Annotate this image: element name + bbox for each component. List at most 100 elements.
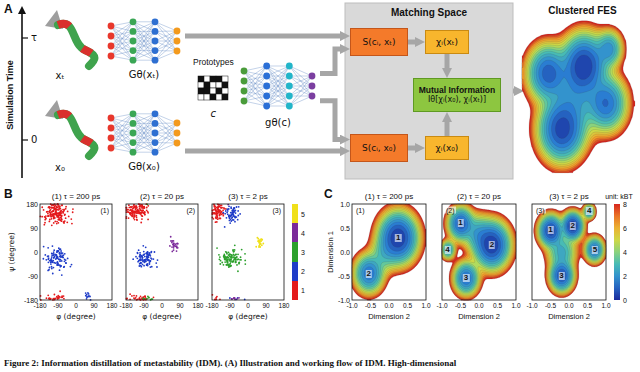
data-point bbox=[144, 212, 146, 214]
data-point bbox=[173, 249, 175, 251]
data-point bbox=[59, 249, 61, 251]
network-neuron bbox=[263, 62, 270, 69]
energy-contour bbox=[534, 204, 606, 297]
data-point bbox=[223, 264, 225, 266]
energy-contour bbox=[536, 204, 606, 295]
data-point bbox=[225, 256, 227, 258]
network-link bbox=[133, 21, 155, 31]
data-point bbox=[228, 266, 230, 268]
network-link bbox=[133, 31, 155, 60]
data-point bbox=[140, 262, 142, 264]
data-point bbox=[140, 207, 142, 209]
data-point bbox=[146, 207, 148, 209]
data-point bbox=[230, 259, 232, 261]
data-point bbox=[148, 259, 150, 261]
data-point bbox=[139, 254, 141, 256]
tick-label: 90 bbox=[90, 303, 97, 310]
plot-title: (2) τ = 20 ps bbox=[457, 193, 501, 201]
energy-contour bbox=[539, 206, 603, 291]
cluster-number: 3 bbox=[463, 274, 469, 282]
tick-label: 2 bbox=[623, 273, 627, 280]
data-point bbox=[147, 205, 149, 207]
data-point bbox=[52, 210, 54, 212]
network-neuron bbox=[152, 28, 159, 35]
panel-letter: A bbox=[4, 3, 13, 15]
data-point bbox=[86, 294, 88, 296]
network-neuron bbox=[309, 72, 316, 79]
network-neuron bbox=[286, 102, 293, 109]
legend-entry: 1 bbox=[292, 281, 314, 300]
data-point bbox=[51, 268, 53, 270]
data-point bbox=[59, 266, 61, 268]
data-point bbox=[48, 211, 50, 213]
energy-contour bbox=[364, 222, 410, 280]
data-point bbox=[65, 262, 67, 264]
tick-label: 4 bbox=[623, 249, 627, 256]
data-point bbox=[261, 239, 263, 241]
data-point bbox=[139, 259, 141, 261]
data-point bbox=[238, 297, 240, 299]
data-point bbox=[144, 298, 146, 300]
energy-contour bbox=[354, 209, 421, 293]
node-title: χᵢ(x₀) bbox=[436, 143, 459, 153]
data-point bbox=[220, 260, 222, 262]
network-link bbox=[244, 66, 267, 91]
data-point bbox=[147, 296, 149, 298]
data-point bbox=[71, 264, 73, 266]
tick-label: 0.5 bbox=[583, 303, 592, 310]
data-point bbox=[238, 261, 240, 263]
data-point bbox=[217, 206, 219, 208]
data-point bbox=[219, 210, 221, 212]
data-point bbox=[53, 254, 55, 256]
data-point bbox=[70, 218, 72, 220]
neural-network bbox=[103, 13, 185, 69]
data-point bbox=[230, 256, 232, 258]
data-point bbox=[141, 210, 143, 212]
data-point bbox=[138, 265, 140, 267]
data-point bbox=[170, 236, 172, 238]
data-point bbox=[137, 261, 139, 263]
energy-contour bbox=[535, 204, 606, 296]
data-point bbox=[43, 209, 45, 211]
data-point bbox=[134, 211, 136, 213]
prototype-cell bbox=[222, 76, 228, 82]
energy-contour bbox=[442, 204, 516, 300]
network-link bbox=[111, 123, 133, 148]
neural-network bbox=[236, 55, 320, 117]
data-point bbox=[237, 215, 239, 217]
data-point bbox=[216, 212, 218, 214]
legend-entry: 2 bbox=[292, 262, 314, 281]
network-neuron bbox=[241, 97, 248, 104]
data-point bbox=[50, 259, 52, 261]
plot-index: (1) bbox=[355, 207, 366, 214]
data-point bbox=[147, 211, 149, 213]
legend-swatch bbox=[292, 223, 298, 242]
axis-title: Dimension 2 bbox=[458, 313, 500, 321]
data-point bbox=[171, 250, 173, 252]
plot-index: (2) bbox=[445, 207, 456, 214]
energy-contour bbox=[358, 215, 415, 287]
data-point bbox=[137, 252, 139, 254]
data-point bbox=[59, 219, 61, 221]
data-point bbox=[229, 256, 231, 258]
network-neuron bbox=[108, 124, 115, 131]
data-point bbox=[51, 253, 53, 255]
data-point bbox=[226, 260, 228, 262]
node-title: Clustered FES bbox=[520, 3, 640, 17]
energy-contour bbox=[391, 229, 405, 248]
data-point bbox=[88, 295, 90, 297]
data-point bbox=[236, 256, 238, 258]
data-point bbox=[88, 293, 90, 295]
data-point bbox=[227, 213, 229, 215]
tick-label: -180 bbox=[33, 303, 46, 310]
data-point bbox=[171, 246, 173, 248]
data-point bbox=[126, 298, 128, 300]
data-point bbox=[236, 216, 238, 218]
data-point bbox=[143, 251, 145, 253]
data-point bbox=[48, 298, 50, 300]
data-point bbox=[86, 296, 88, 298]
data-point bbox=[59, 253, 61, 255]
axis-title: Dimension 1 bbox=[327, 231, 335, 273]
data-point bbox=[139, 254, 141, 256]
data-point bbox=[229, 265, 231, 267]
